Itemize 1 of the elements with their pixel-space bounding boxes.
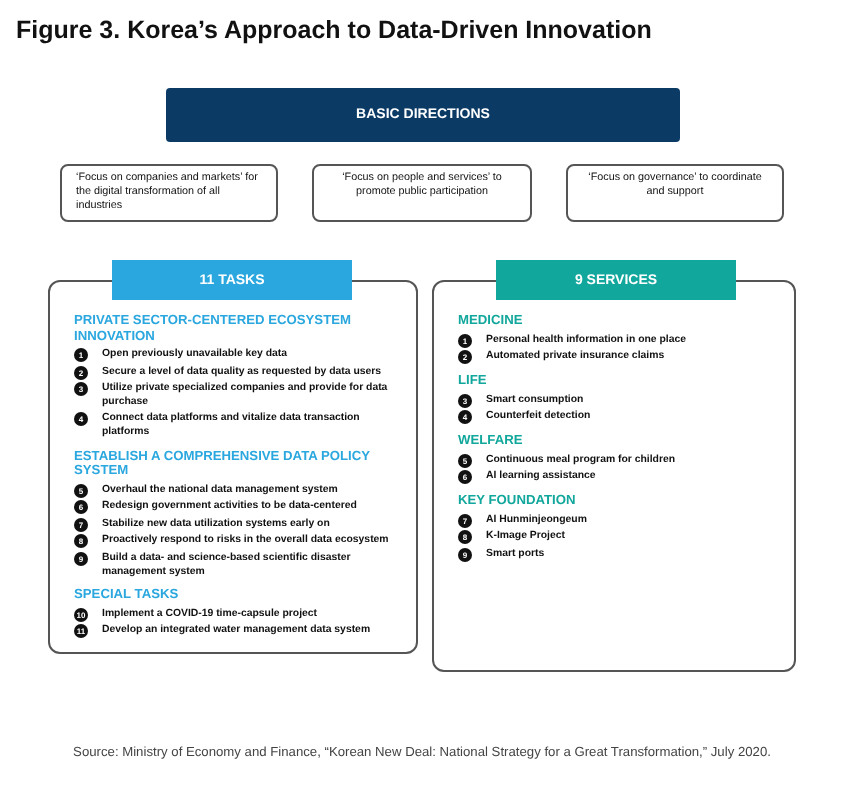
figure-title: Figure 3. Korea’s Approach to Data-Driven Innovation [16, 16, 652, 44]
